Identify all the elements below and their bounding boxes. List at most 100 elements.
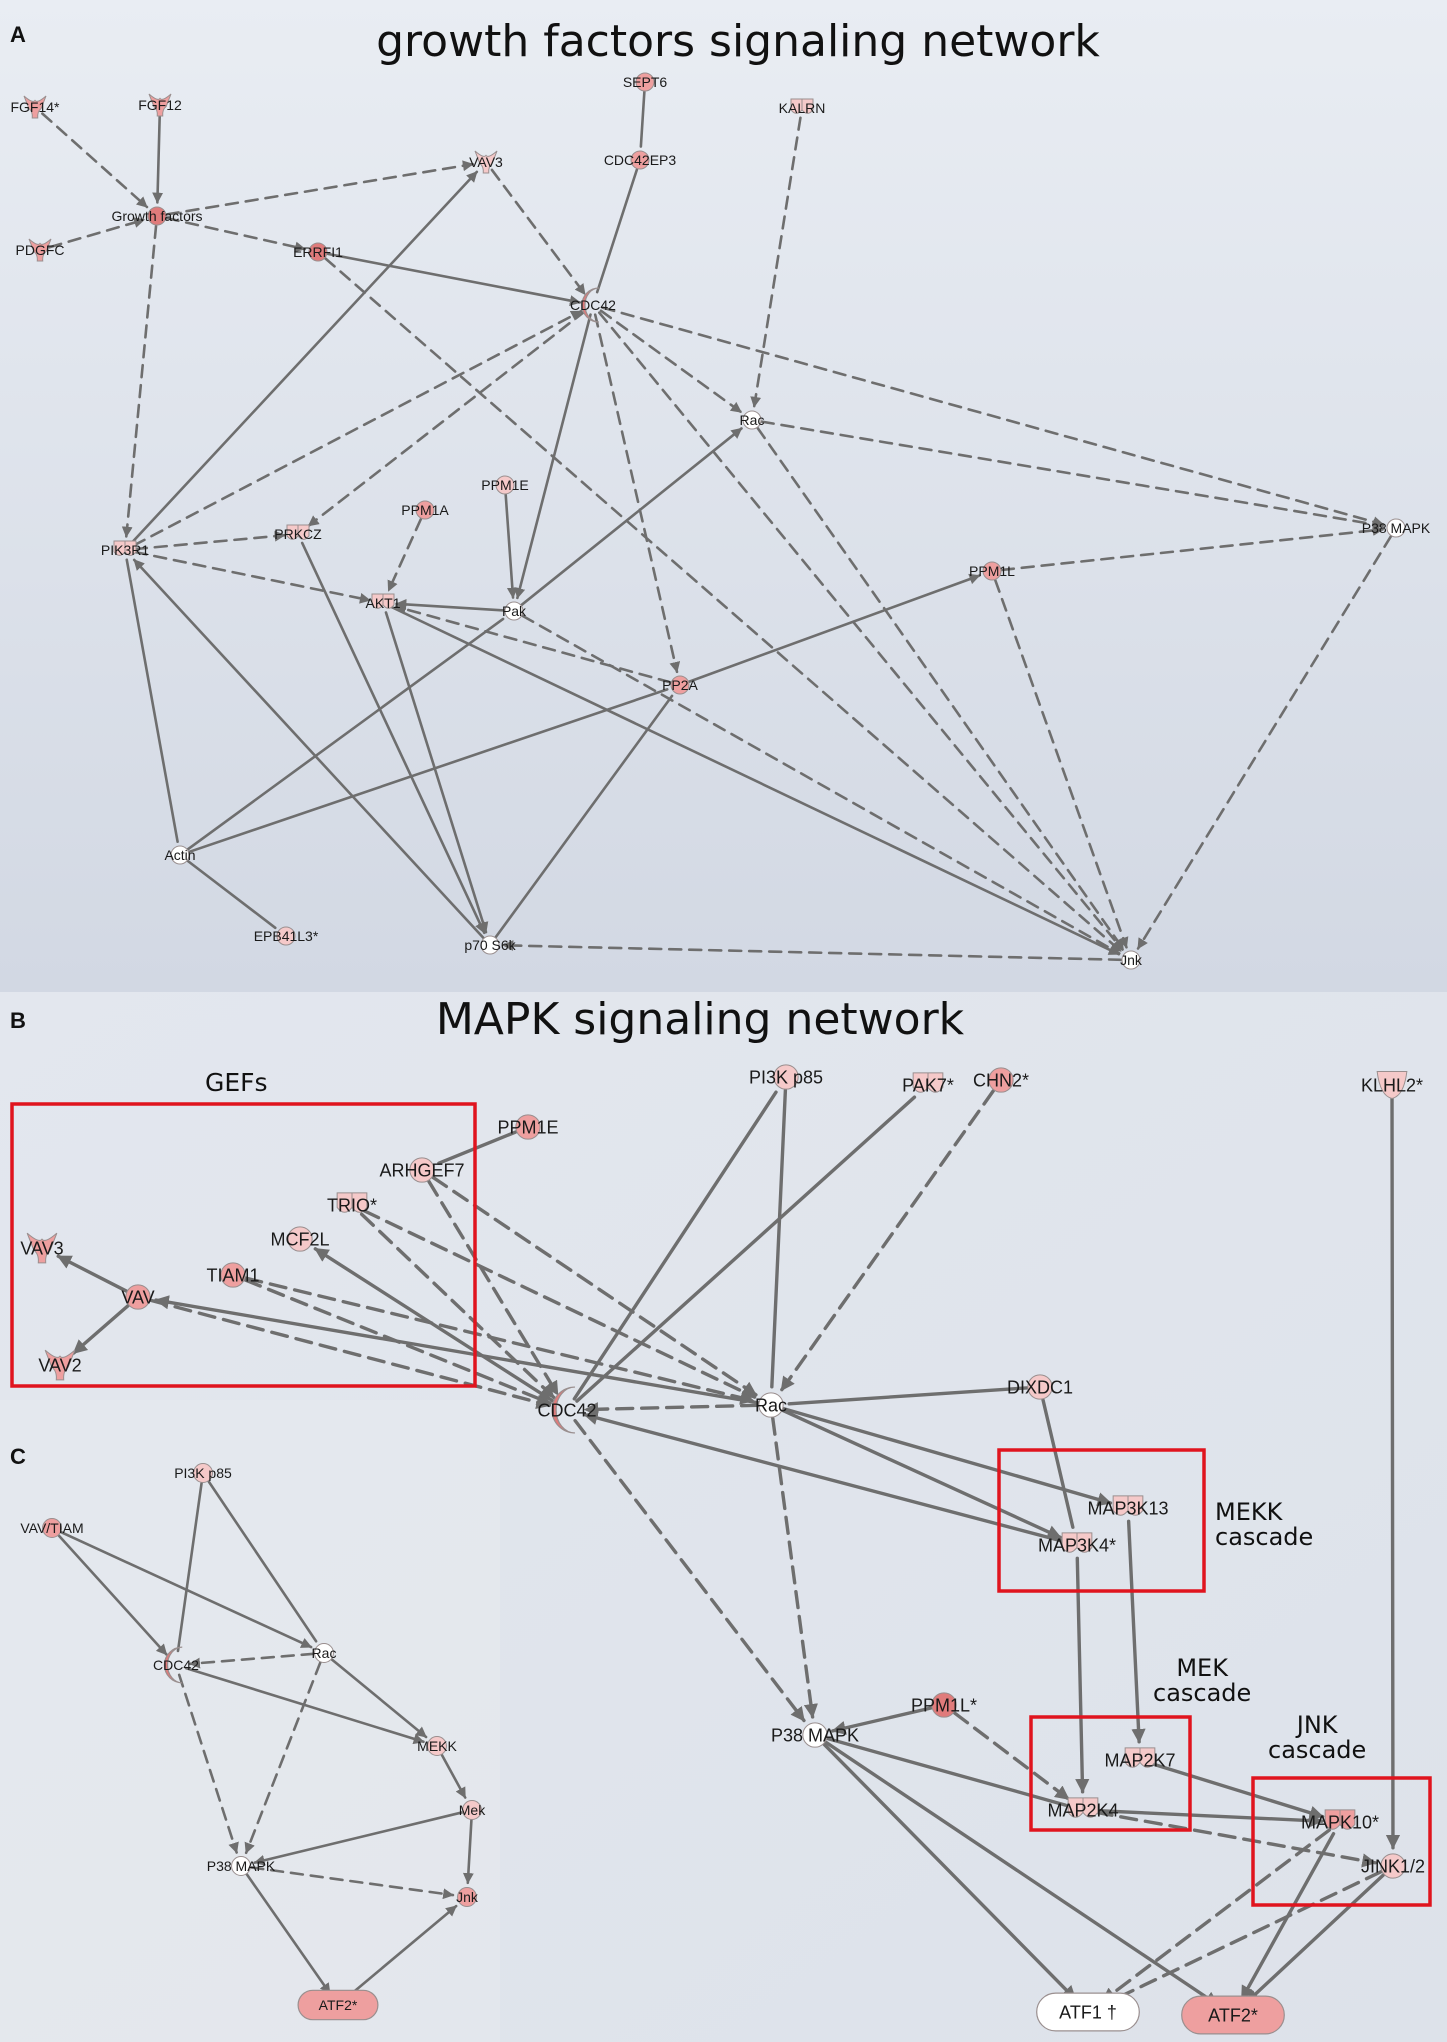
node-b-ppm1e-shape: [515, 1114, 541, 1140]
edge-b-tiam1-to-rac: [244, 1276, 755, 1405]
edge-a-pak-to-jnk: [521, 614, 1121, 955]
group-box-mekk: [997, 1448, 1206, 1593]
edge-a-actin-to-pak: [186, 617, 505, 851]
node-a-fgf14-shape: [23, 95, 47, 119]
edge-a-ppm1l-to-jnk: [994, 579, 1129, 949]
edge-c-p38-to-atf2: [245, 1873, 332, 1995]
node-b-pi3k-label: PI3K p85: [749, 1067, 823, 1087]
node-a-cdc42-shape: [581, 287, 599, 323]
group-label-gefs: GEFs: [205, 1068, 268, 1097]
edge-b-p38-to-atf2: [824, 1740, 1220, 2007]
node-b-ppm1l: PPM1L*: [911, 1692, 977, 1718]
node-b-atf2-shape: [1181, 1995, 1285, 2035]
node-a-errfi1: ERRFI1: [293, 242, 343, 262]
edge-a-pik3r1-to-vav3: [130, 170, 479, 545]
edge-a-ppm1l-to-p38: [1000, 525, 1384, 572]
panel-a-label: A: [10, 22, 26, 47]
node-b-cdc42-shape: [551, 1386, 576, 1434]
edge-a-pp2a-to-ppm1l: [687, 573, 981, 683]
node-b-cdc42: CDC42: [537, 1386, 597, 1434]
node-a-pp2a-shape: [670, 675, 690, 695]
node-a-p70: p70 S6k: [464, 935, 517, 955]
node-a-ppm1a: PPM1A: [401, 500, 449, 520]
node-b-klhl2-shape: [1376, 1071, 1408, 1100]
node-b-trio-shape: [336, 1192, 368, 1213]
edge-b-ppm1l-to-map2k4: [952, 1711, 1071, 1801]
node-a-kalrn: KALRN: [779, 98, 826, 116]
node-b-tiam1-shape: [220, 1262, 246, 1288]
node-a-cdc42ep3: CDC42EP3: [604, 150, 676, 170]
node-b-arhgef7: ARHGEF7: [379, 1157, 465, 1183]
node-a-ppm1a-shape: [415, 500, 435, 520]
node-c-jnk: Jnk: [456, 1887, 479, 1907]
node-c-jnk-shape: [457, 1887, 477, 1907]
node-a-pdgfc: PDGFC: [16, 238, 65, 262]
edge-b-map3k4-to-cdc42: [582, 1411, 1066, 1544]
node-a-pik3r1: PIK3R1: [101, 540, 149, 558]
node-a-errfi1-shape: [308, 242, 328, 262]
node-a-vav3-shape: [474, 150, 498, 174]
edge-b-dixdc1-to-map3k4: [1041, 1398, 1075, 1529]
edge-b-cdc42-to-p38: [573, 1418, 806, 1723]
node-a-jnk: Jnk: [1120, 950, 1143, 970]
node-b-mapk10-shape: [1324, 1809, 1356, 1830]
edge-a-gf-to-pik3r1: [121, 224, 158, 538]
node-b-trio-label: TRIO*: [327, 1195, 377, 1215]
edge-b-klhl2-to-jnk12: [1385, 1096, 1401, 1850]
node-a-ppm1e: PPM1E: [481, 475, 529, 495]
node-b-vav2-label: VAV2: [38, 1355, 81, 1375]
node-a-sept6-label: SEPT6: [623, 74, 668, 90]
node-c-pi3k: PI3K p85: [174, 1463, 232, 1483]
edge-b-vav-to-vav2: [72, 1304, 130, 1355]
edge-a-akt1-to-p70: [384, 611, 489, 934]
node-b-mcf2l-label: MCF2L: [270, 1229, 329, 1249]
edge-c-rac-to-cdc42: [188, 1652, 315, 1669]
edge-b-jnk12-to-atf2: [1244, 1873, 1385, 2005]
edge-b-ppm1l-to-p38: [831, 1706, 933, 1735]
edge-b-map2k7-to-mapk10: [1151, 1762, 1325, 1820]
node-c-rac-shape: [314, 1643, 334, 1663]
node-a-vav3: VAV3: [469, 150, 503, 174]
edge-a-pp2a-to-akt1: [394, 603, 672, 684]
edge-a-gf-to-vav3: [165, 160, 474, 216]
node-b-vav2: VAV2: [38, 1349, 82, 1381]
node-b-map3k4: MAP3K4*: [1038, 1532, 1116, 1555]
edge-c-atf2-to-jnk: [344, 1904, 458, 2000]
edge-a-jnk-to-p70: [502, 940, 1123, 962]
edge-b-chn2-to-rac: [779, 1089, 995, 1392]
node-c-p38: P38 MAPK: [207, 1856, 276, 1876]
node-a-ppm1l: PPM1L: [969, 561, 1015, 581]
node-c-cdc42: CDC42: [153, 1646, 199, 1684]
node-c-pi3k-shape: [193, 1463, 213, 1483]
node-b-p38: P38 MAPK: [771, 1722, 859, 1748]
node-c-atf2-label: ATF2*: [319, 1997, 358, 2013]
panel-a-title: growth factors signaling network: [376, 16, 1100, 67]
node-a-epb41l3-label: EPB41L3*: [254, 928, 319, 944]
edge-a-cdc42-to-rac: [599, 309, 743, 414]
node-b-rac: Rac: [755, 1392, 787, 1418]
edge-a-errfi1-to-jnk: [324, 257, 1123, 953]
node-b-pak7: PAK7*: [902, 1072, 954, 1095]
edge-a-pak-to-rac: [520, 427, 743, 607]
edge-a-actin-to-pp2a: [188, 688, 669, 854]
node-a-fgf12-label: FGF12: [138, 97, 182, 113]
edge-c-cdc42-to-p38: [177, 1673, 239, 1854]
node-c-jnk-label: Jnk: [456, 1889, 479, 1905]
edge-b-pi3k-to-rac: [770, 1088, 788, 1389]
node-b-dixdc1-shape: [1027, 1374, 1053, 1400]
group-box-gefs: [10, 1102, 477, 1388]
edge-a-errfi1-to-cdc42: [326, 252, 582, 306]
edge-b-cdc42-to-mcf2l: [313, 1247, 558, 1405]
node-a-errfi1-label: ERRFI1: [293, 244, 343, 260]
edge-b-map2k4-to-jnk12: [1094, 1810, 1377, 1868]
node-a-pdgfc-label: PDGFC: [16, 242, 65, 258]
node-a-pp2a-label: PP2A: [662, 677, 698, 693]
node-b-atf2-label: ATF2*: [1208, 2005, 1258, 2025]
node-b-ppm1l-shape: [931, 1692, 957, 1718]
node-a-kalrn-label: KALRN: [779, 100, 826, 116]
